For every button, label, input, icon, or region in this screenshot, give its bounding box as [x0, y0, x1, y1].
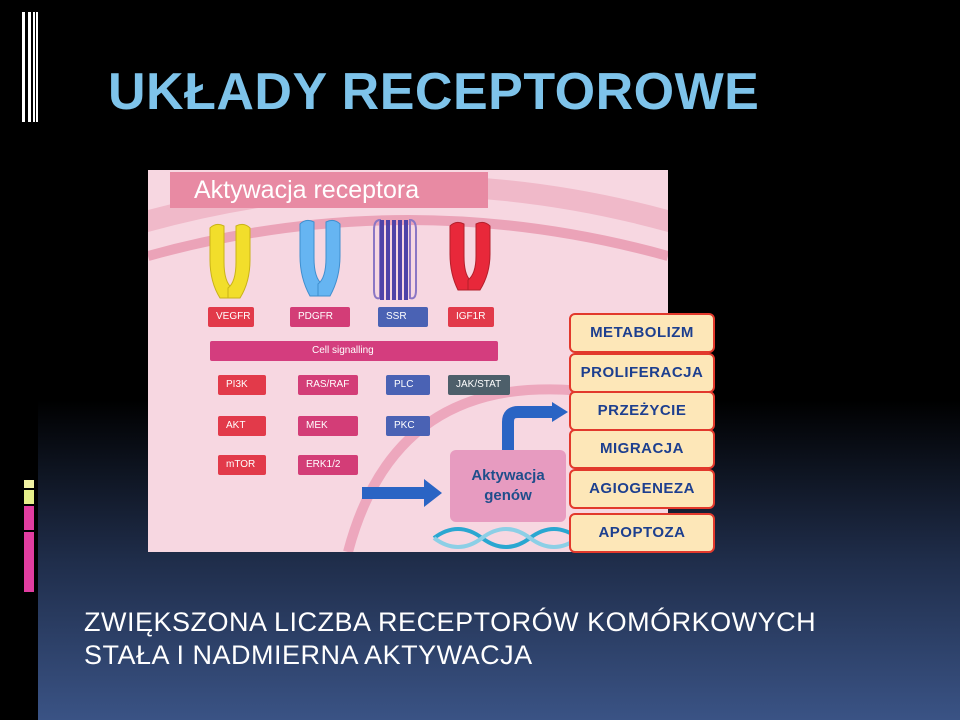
- outcome-metabolizm: METABOLIZM: [569, 313, 715, 353]
- label-jak-stat: JAK/STAT: [448, 375, 510, 395]
- label-pdgfr: PDGFR: [290, 307, 350, 327]
- outcome-apoptoza: APOPTOZA: [569, 513, 715, 553]
- slide-title: UKŁADY RECEPTOROWE: [108, 63, 760, 121]
- label-akt: AKT: [218, 416, 266, 436]
- receptor-vegfr: [209, 223, 251, 299]
- cell-signalling-bar: Cell signalling: [210, 341, 498, 361]
- arrow-to-outcomes: [502, 402, 568, 452]
- label-mek: MEK: [298, 416, 358, 436]
- gene-activation-box: Aktywacja genów: [450, 450, 566, 522]
- left-stripe: [0, 0, 38, 720]
- label-ras-raf: RAS/RAF: [298, 375, 358, 395]
- summary-line-2: STAŁA I NADMIERNA AKTYWACJA: [84, 640, 533, 670]
- label-erk: ERK1/2: [298, 455, 358, 475]
- label-plc: PLC: [386, 375, 430, 395]
- label-pi3k: PI3K: [218, 375, 266, 395]
- outcome-przezycie: PRZEŻYCIE: [569, 391, 715, 431]
- gene-activation-line-1: Aktywacja: [471, 467, 545, 484]
- summary-line-1: ZWIĘKSZONA LICZBA RECEPTORÓW KOMÓRKOWYCH: [84, 607, 817, 637]
- slide-summary: ZWIĘKSZONA LICZBA RECEPTORÓW KOMÓRKOWYCH…: [84, 606, 944, 672]
- receptor-ssr: [373, 218, 417, 300]
- label-mtor: mTOR: [218, 455, 266, 475]
- label-vegfr: VEGFR: [208, 307, 254, 327]
- label-pkc: PKC: [386, 416, 430, 436]
- gene-activation-line-2: genów: [484, 487, 532, 504]
- outcome-agiogeneza: AGIOGENEZA: [569, 469, 715, 509]
- label-ssr: SSR: [378, 307, 428, 327]
- receptor-igf1r: [449, 221, 491, 291]
- decorative-bars: [22, 12, 38, 122]
- outcome-migracja: MIGRACJA: [569, 429, 715, 469]
- dna-helix: [432, 527, 580, 549]
- receptor-pdgfr: [299, 219, 341, 297]
- label-igf1r: IGF1R: [448, 307, 494, 327]
- arrow-to-genes: [362, 479, 442, 507]
- outcome-proliferacja: PROLIFERACJA: [569, 353, 715, 393]
- figure-title: Aktywacja receptora: [170, 172, 488, 208]
